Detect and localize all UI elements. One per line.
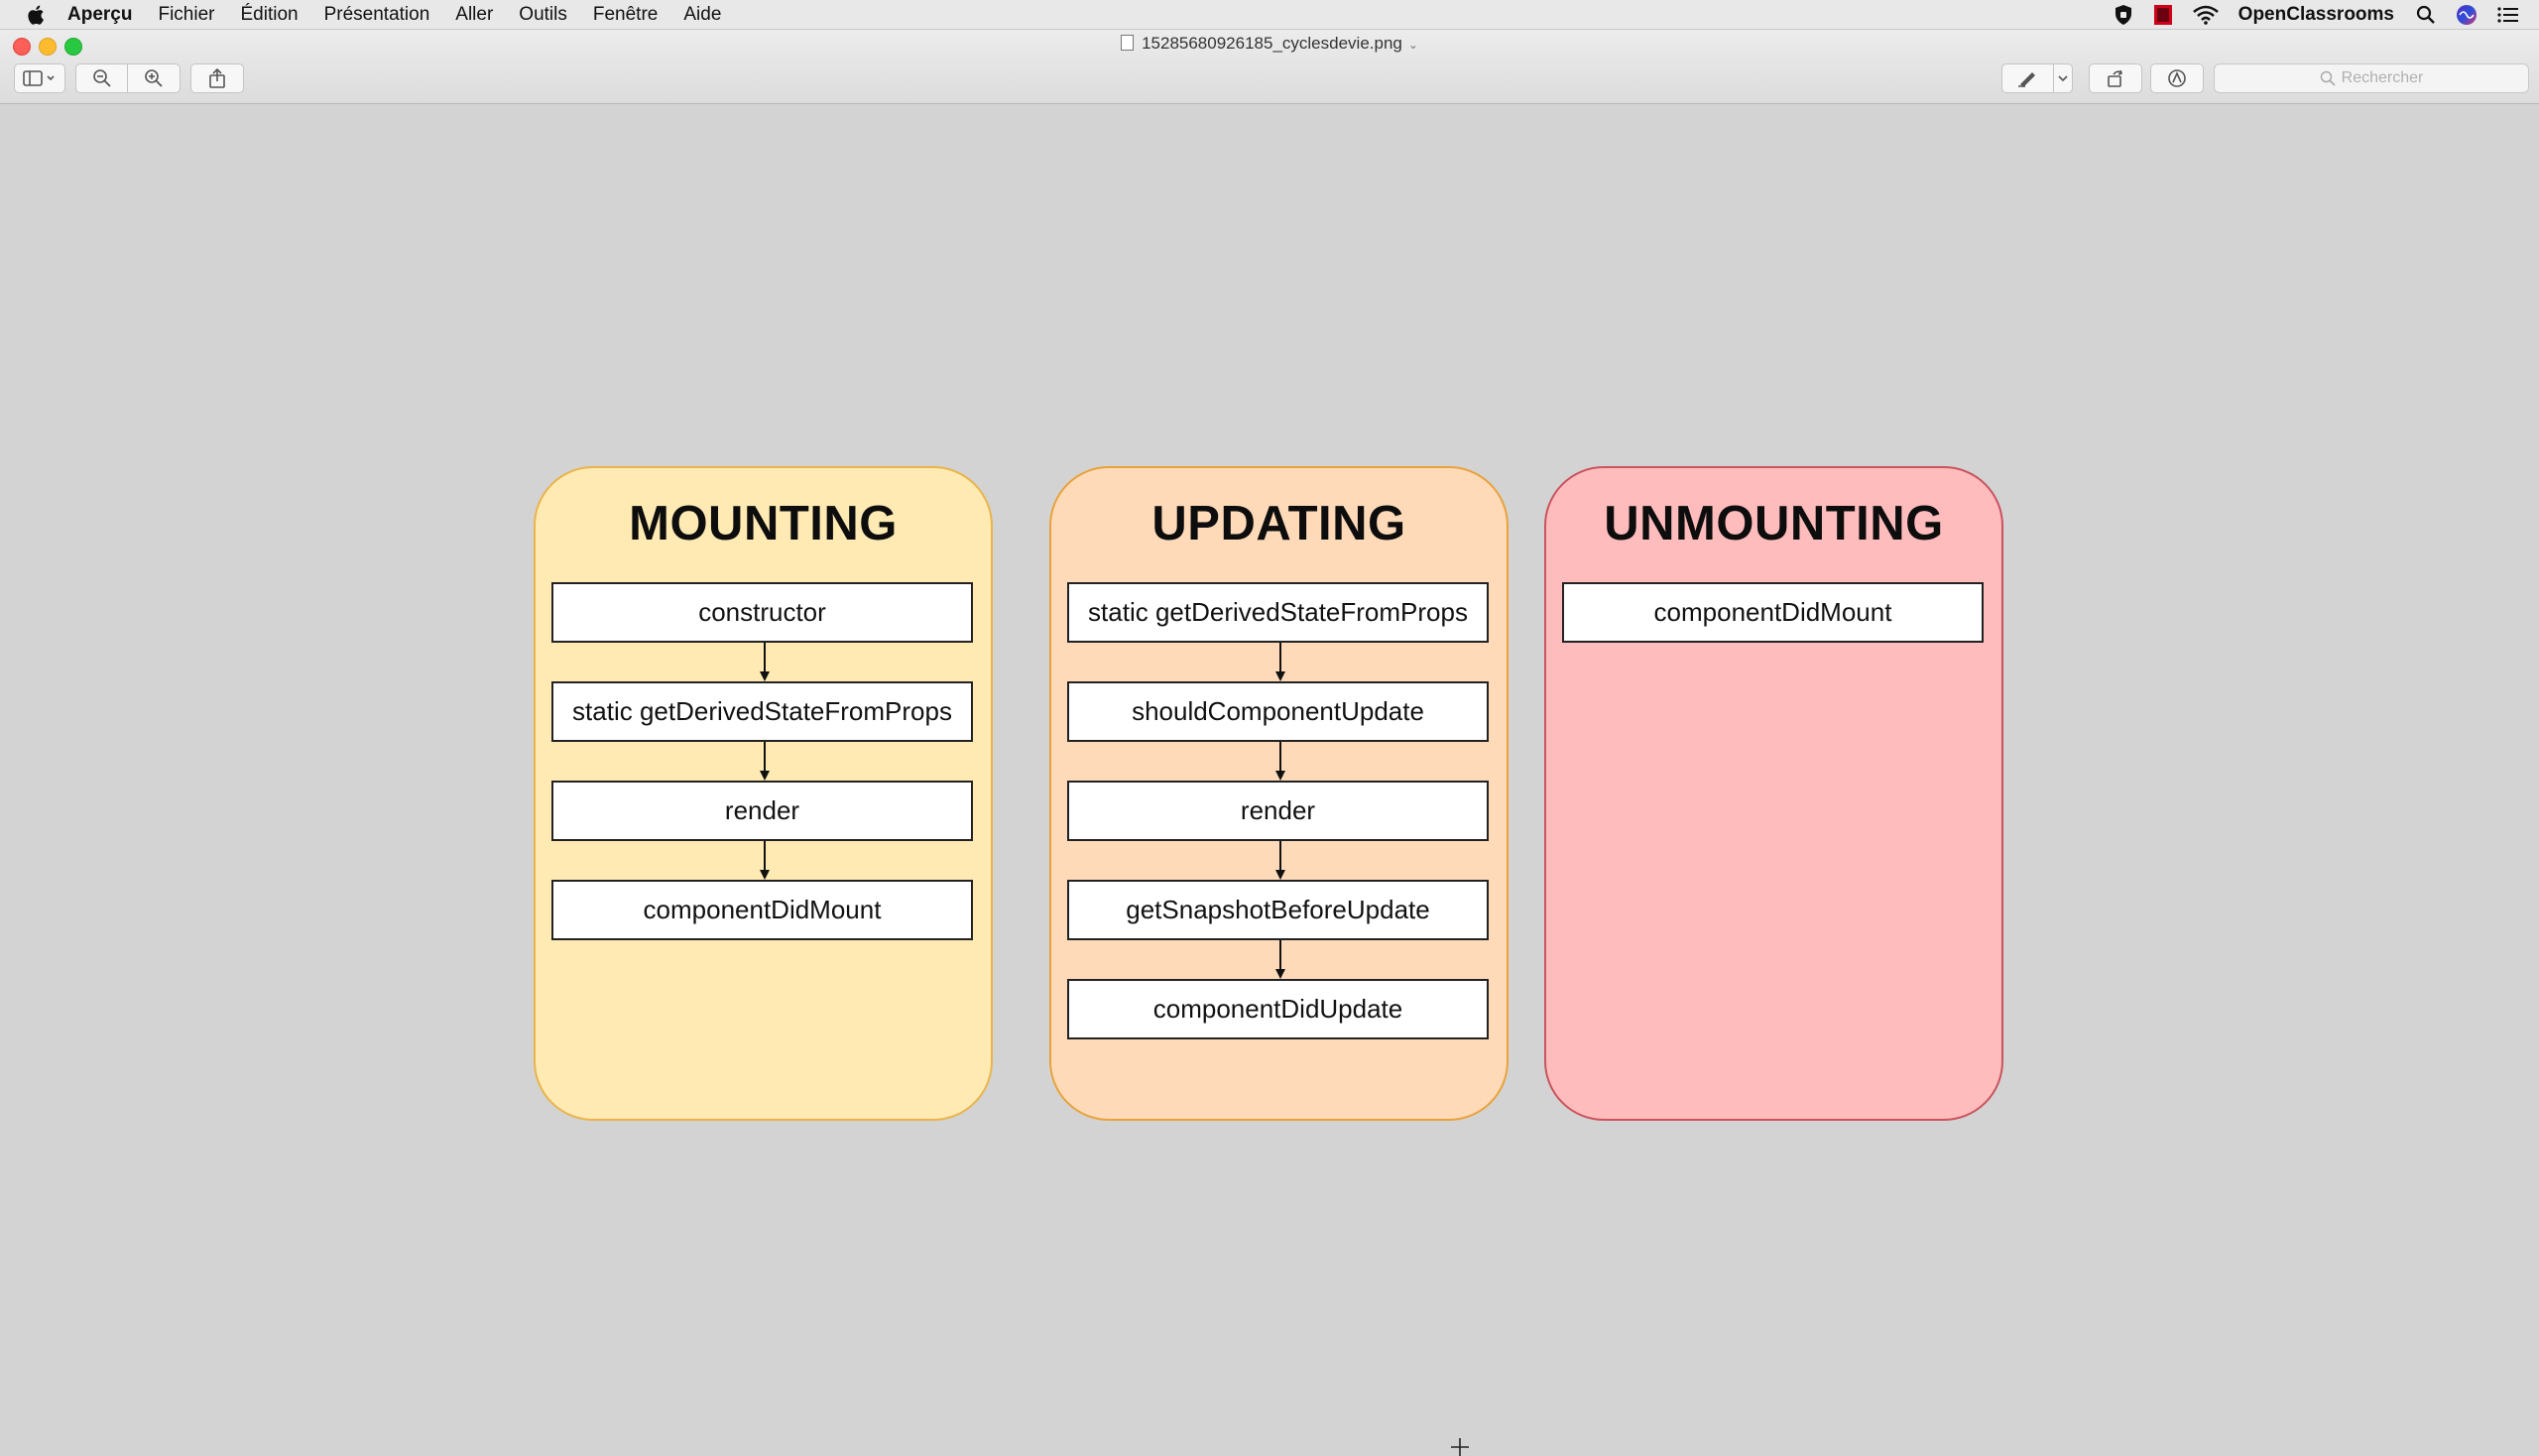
sidebar-toggle-button[interactable]: [14, 63, 65, 93]
unmounting-phase: UNMOUNTING componentDidMount: [1544, 466, 2003, 1121]
markup-pen-button[interactable]: [2001, 63, 2055, 93]
arrow-down-icon: [760, 742, 770, 781]
menu-aller[interactable]: Aller: [455, 3, 494, 25]
arrow-down-icon: [1275, 643, 1285, 681]
zoom-in-icon: [145, 69, 163, 87]
annotate-button[interactable]: [2150, 63, 2204, 93]
siri-icon[interactable]: [2456, 4, 2478, 26]
apple-icon[interactable]: [26, 3, 48, 27]
unmounting-title: UNMOUNTING: [1604, 497, 1944, 550]
markup-dropdown-button[interactable]: [2053, 63, 2073, 93]
share-button[interactable]: [190, 63, 244, 93]
pen-icon: [2018, 72, 2035, 87]
zoom-in-button[interactable]: [127, 63, 181, 93]
updating-step-getderivedstatefromprops: static getDerivedStateFromProps: [1067, 582, 1489, 643]
menu-outils[interactable]: Outils: [519, 3, 567, 25]
updating-step-getsnapshotbeforeupdate: getSnapshotBeforeUpdate: [1067, 880, 1489, 940]
zoom-button[interactable]: [64, 38, 82, 56]
wifi-icon[interactable]: [2192, 5, 2219, 25]
document-icon: [1121, 35, 1135, 51]
document-title[interactable]: 15285680926185_cyclesdevie.png ⌄: [0, 34, 2539, 54]
menu-bar: Aperçu Fichier Édition Présentation Alle…: [0, 0, 2539, 30]
rotate-icon: [2108, 69, 2123, 87]
preview-window: 15285680926185_cyclesdevie.png ⌄: [0, 30, 2539, 1456]
mounting-step-constructor: constructor: [551, 582, 973, 643]
search-placeholder: Rechercher: [2341, 69, 2424, 86]
close-button[interactable]: [13, 38, 31, 56]
updating-step-render: render: [1067, 781, 1489, 841]
status-area: OpenClassrooms: [2114, 0, 2539, 29]
rotate-button[interactable]: [2089, 63, 2142, 93]
mounting-step-componentdidmount: componentDidMount: [551, 880, 973, 940]
annotate-icon: [2168, 69, 2186, 87]
arrow-down-icon: [1275, 841, 1285, 880]
menu-fenetre[interactable]: Fenêtre: [592, 3, 659, 25]
mounting-phase: MOUNTING constructor static getDerivedSt…: [534, 466, 993, 1121]
menu-aide[interactable]: Aide: [683, 3, 722, 25]
zoom-out-icon: [93, 69, 111, 87]
list-icon[interactable]: [2497, 6, 2519, 24]
document-title-text: 15285680926185_cyclesdevie.png: [1142, 34, 1402, 53]
menu-presentation[interactable]: Présentation: [323, 3, 430, 25]
menu-fichier[interactable]: Fichier: [158, 3, 215, 25]
menu-edition[interactable]: Édition: [240, 3, 299, 25]
share-icon: [209, 68, 225, 88]
unmounting-step-componentdidmount: componentDidMount: [1562, 582, 1984, 643]
mounting-title: MOUNTING: [629, 497, 898, 550]
search-icon: [2320, 70, 2336, 86]
zoom-out-button[interactable]: [75, 63, 129, 93]
chevron-down-icon: ⌄: [1407, 38, 1418, 52]
updating-phase: UPDATING static getDerivedStateFromProps…: [1049, 466, 1509, 1121]
mounting-step-render: render: [551, 781, 973, 841]
minimize-button[interactable]: [39, 38, 57, 56]
menu-app-name[interactable]: Aperçu: [67, 3, 133, 25]
status-user-name[interactable]: OpenClassrooms: [2237, 3, 2394, 25]
crosshair-cursor-icon: [1451, 1438, 1469, 1456]
arrow-down-icon: [760, 841, 770, 880]
arrow-down-icon: [1275, 940, 1285, 979]
search-icon[interactable]: [2416, 5, 2436, 25]
updating-step-componentdidupdate: componentDidUpdate: [1067, 979, 1489, 1039]
sidebar-icon: [23, 70, 55, 86]
updating-step-shouldcomponentupdate: shouldComponentUpdate: [1067, 681, 1489, 742]
document-canvas[interactable]: MOUNTING constructor static getDerivedSt…: [0, 104, 2539, 1456]
search-field[interactable]: Rechercher: [2214, 63, 2529, 93]
flag-icon[interactable]: [2153, 4, 2173, 26]
shield-icon[interactable]: [2114, 4, 2133, 26]
chevron-down-icon: [2058, 75, 2068, 82]
arrow-down-icon: [1275, 742, 1285, 781]
mounting-step-getderivedstatefromprops: static getDerivedStateFromProps: [551, 681, 973, 742]
arrow-down-icon: [760, 643, 770, 681]
window-titlebar: 15285680926185_cyclesdevie.png ⌄: [0, 30, 2539, 104]
updating-title: UPDATING: [1151, 497, 1406, 550]
